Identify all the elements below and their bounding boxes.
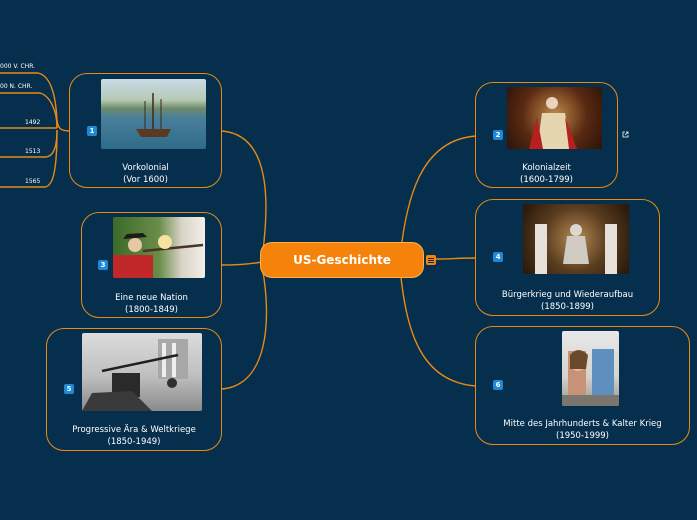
topic-number-badge: 1 — [87, 126, 97, 136]
subtopic-label[interactable]: 00 N. CHR. — [0, 83, 33, 90]
topic-node-kolonialzeit[interactable]: Kolonialzeit (1600-1799) — [475, 82, 618, 188]
topic-number-badge: 6 — [493, 380, 503, 390]
topic-subtitle: (1850-1949) — [107, 437, 161, 447]
central-topic-label: US-Geschichte — [293, 253, 391, 267]
musket-firing-image — [113, 217, 205, 278]
topic-title: Eine neue Nation — [115, 293, 188, 303]
topic-number-badge: 3 — [98, 260, 108, 270]
berlin-wall-image — [562, 331, 619, 406]
topic-node-buergerkrieg[interactable]: Bürgerkrieg und Wiederaufbau (1850-1899) — [475, 199, 660, 316]
topic-subtitle: (Vor 1600) — [123, 175, 168, 185]
external-link-icon[interactable] — [622, 131, 629, 138]
subtopic-label[interactable]: 000 V. CHR. — [0, 63, 36, 70]
subtopic-label[interactable]: 1492 — [25, 119, 41, 126]
topic-subtitle: (1800-1849) — [125, 305, 178, 315]
topic-title: Vorkolonial — [122, 163, 169, 173]
subtopic-label[interactable]: 1513 — [25, 148, 41, 155]
topic-title: Mitte des Jahrhunderts & Kalter Krieg — [503, 419, 662, 429]
topic-subtitle: (1600-1799) — [520, 175, 573, 185]
subtopic-label[interactable]: 1565 — [25, 178, 41, 185]
topic-number-badge: 5 — [64, 384, 74, 394]
topic-number-badge: 2 — [493, 130, 503, 140]
topic-node-progressive-aera[interactable]: Progressive Ära & Weltkriege (1850-1949) — [46, 328, 222, 451]
topic-node-kalter-krieg[interactable]: Mitte des Jahrhunderts & Kalter Krieg (1… — [475, 326, 690, 445]
central-topic[interactable]: US-Geschichte — [260, 242, 424, 278]
notes-icon[interactable] — [426, 255, 436, 265]
topic-number-badge: 4 — [493, 252, 503, 262]
topic-title: Progressive Ära & Weltkriege — [72, 425, 196, 435]
topic-title: Kolonialzeit — [522, 163, 571, 173]
topic-title: Bürgerkrieg und Wiederaufbau — [501, 290, 634, 300]
king-portrait-image — [507, 87, 602, 149]
anti-aircraft-gun-image — [82, 333, 202, 411]
sailing-ship-image — [101, 79, 206, 149]
topic-subtitle: (1950-1999) — [556, 431, 609, 441]
lincoln-memorial-image — [523, 204, 629, 274]
topic-subtitle: (1850-1899) — [541, 302, 594, 312]
